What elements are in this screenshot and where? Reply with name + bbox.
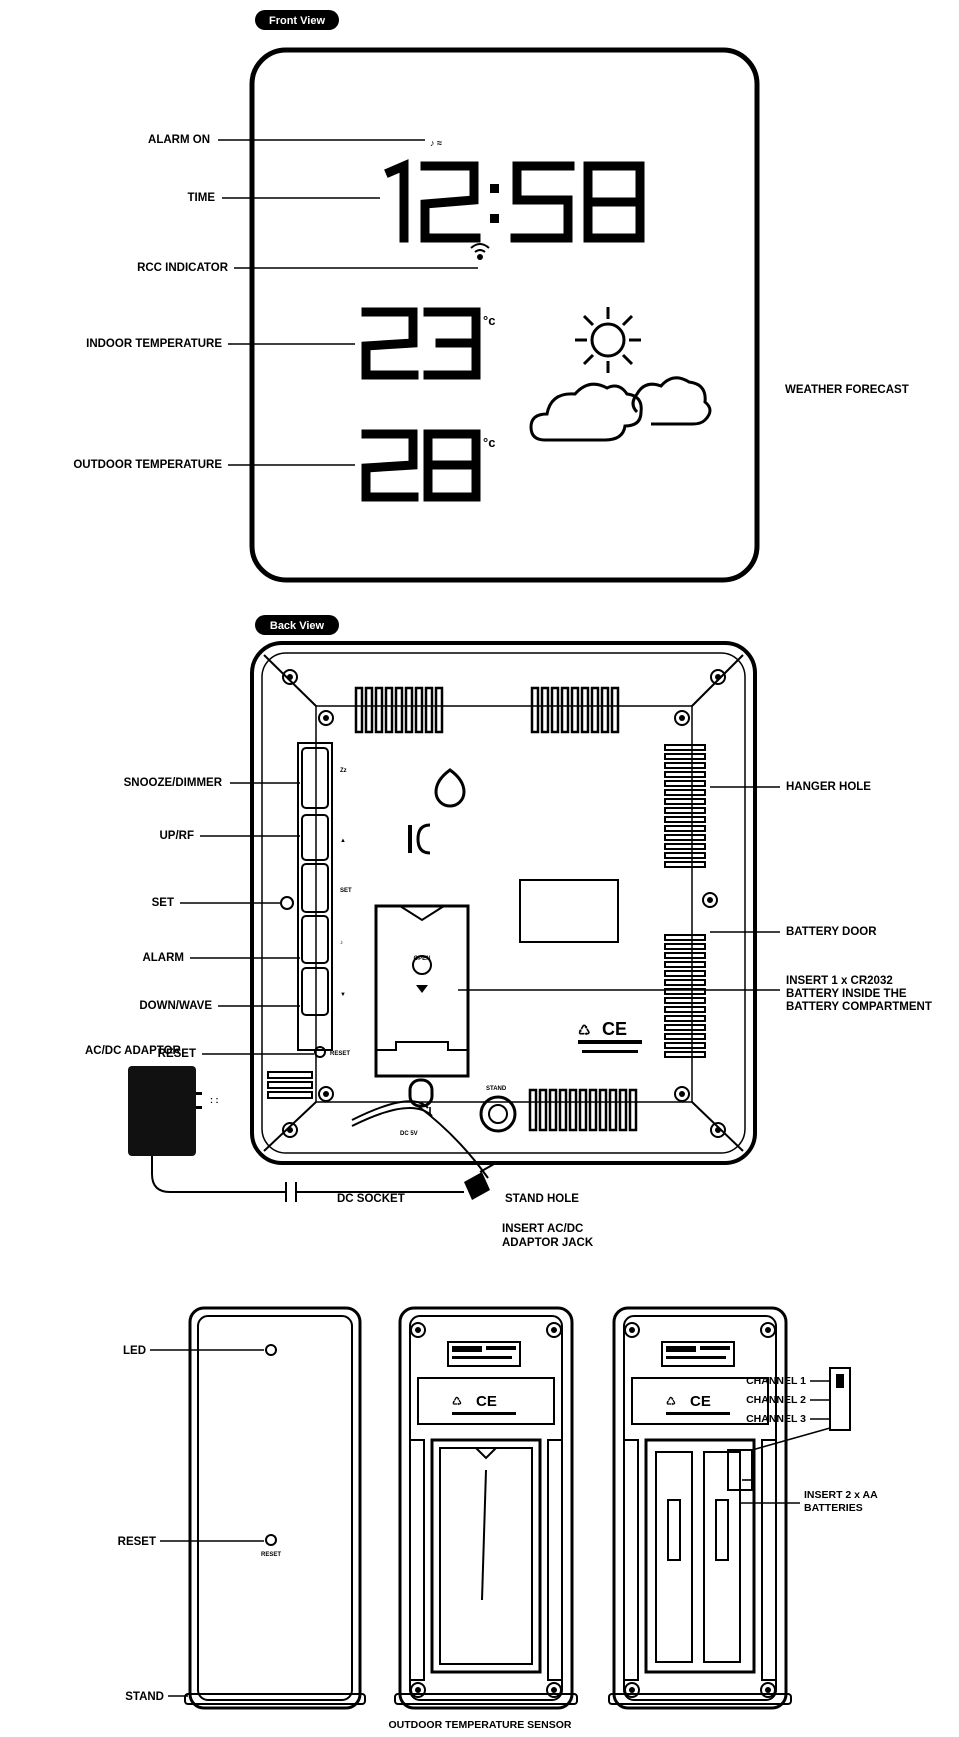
- sensor-back-open: ♺ CE CHANNEL 1 CHANNEL 2 CHANNEL 3 INSER…: [608, 1306, 878, 1710]
- label-insert-jack-2: ADAPTOR JACK: [502, 1237, 594, 1249]
- label-up-rf: UP/RF: [160, 830, 195, 842]
- clock-front-body: [249, 47, 760, 583]
- label-insert-aa-1: INSERT 2 x AA: [804, 1489, 878, 1501]
- battery-compartment: OPEN: [374, 904, 470, 1078]
- ac-dc-adaptor: : :: [128, 1066, 495, 1202]
- sensor-front: RESET LED RESET STAND: [118, 1306, 366, 1710]
- label-insert-jack-1: INSERT AC/DC: [502, 1223, 583, 1235]
- label-indoor-temperature: INDOOR TEMPERATURE: [86, 338, 222, 350]
- time-display: [384, 159, 645, 243]
- label-sensor-led: LED: [123, 1345, 146, 1357]
- label-sensor-reset: RESET: [118, 1536, 156, 1548]
- channel-switch[interactable]: [727, 1449, 753, 1491]
- battery-door: [519, 879, 619, 943]
- outdoor-temp-display: °c: [361, 429, 495, 502]
- top-vents: [354, 686, 620, 734]
- svg-text:▼: ▼: [340, 992, 346, 998]
- set-button[interactable]: [301, 863, 329, 913]
- channel-switch-detail: [829, 1367, 851, 1431]
- reset-button[interactable]: [314, 1046, 326, 1058]
- sensor-led: [265, 1344, 277, 1356]
- cloud-icon: [529, 376, 712, 442]
- sun-icon: [575, 307, 641, 373]
- label-alarm: ALARM: [142, 952, 184, 964]
- label-insert-cr2032-2: BATTERY INSIDE THE: [786, 988, 907, 1000]
- hanger-hole: [434, 768, 466, 808]
- label-hanger-hole: HANGER HOLE: [786, 781, 871, 793]
- label-down-wave: DOWN/WAVE: [139, 1000, 212, 1012]
- rcc-signal-icon: [470, 243, 490, 260]
- sensor-ce-mark-icon: CE: [476, 1393, 497, 1410]
- label-insert-aa-2: BATTERIES: [804, 1502, 863, 1514]
- svg-text:SET: SET: [340, 888, 352, 894]
- button-column: Zz ▲ SET ♪ ▼ RESET: [280, 742, 352, 1058]
- sensor-back-closed: ♺ CE: [394, 1306, 578, 1710]
- label-set: SET: [152, 897, 174, 909]
- label-weather-forecast: WEATHER FORECAST: [785, 384, 909, 396]
- label-rcc-indicator: RCC INDICATOR: [137, 262, 229, 274]
- svg-text:♺: ♺: [666, 1396, 676, 1408]
- label-alarm-on: ALARM ON: [148, 134, 210, 146]
- svg-text:▲: ▲: [340, 838, 346, 844]
- dc-socket: [408, 1078, 434, 1108]
- label-reset: RESET: [158, 1048, 196, 1060]
- aa-battery-1: [655, 1451, 693, 1663]
- svg-text:RESET: RESET: [330, 1051, 350, 1057]
- svg-text:♺: ♺: [452, 1396, 462, 1408]
- label-outdoor-temperature: OUTDOOR TEMPERATURE: [73, 459, 222, 471]
- back-view: Back View: [85, 615, 932, 1249]
- outdoor-degree-unit-icon: °c: [483, 435, 495, 450]
- front-view-title: Front View: [269, 15, 325, 27]
- svg-text:STAND: STAND: [486, 1086, 507, 1092]
- sensor-views: RESET LED RESET STAND ♺ CE: [118, 1306, 878, 1731]
- label-ac-dc-adaptor: AC/DC ADAPTOR: [85, 1045, 182, 1057]
- sensor-battery-cover: [430, 1438, 542, 1674]
- label-channel-1: CHANNEL 1: [746, 1375, 806, 1387]
- label-channel-3: CHANNEL 3: [746, 1413, 806, 1425]
- svg-text:: :: : :: [210, 1095, 219, 1105]
- label-snooze-dimmer: SNOOZE/DIMMER: [124, 777, 223, 789]
- front-view: Front View ♪ ≈: [73, 10, 909, 583]
- label-insert-cr2032-1: INSERT 1 x CR2032: [786, 975, 893, 987]
- aa-battery-2: [703, 1451, 741, 1663]
- svg-text:♪: ♪: [340, 940, 343, 946]
- svg-text:Zz: Zz: [340, 768, 347, 774]
- back-view-pill: [255, 615, 339, 635]
- snooze-dimmer-button[interactable]: [301, 747, 329, 809]
- label-time: TIME: [188, 192, 216, 204]
- bottom-vents: [528, 1088, 638, 1132]
- ce-mark-icon: CE: [602, 1019, 627, 1039]
- indoor-temp-display: °c: [361, 307, 495, 380]
- label-channel-2: CHANNEL 2: [746, 1394, 806, 1406]
- indoor-degree-unit-icon: °c: [483, 313, 495, 328]
- front-view-pill: [255, 10, 339, 30]
- svg-text:OPEN: OPEN: [413, 956, 430, 962]
- label-dc-socket: DC SOCKET: [337, 1193, 405, 1205]
- label-battery-door: BATTERY DOOR: [786, 926, 877, 938]
- right-vents: [664, 744, 706, 1058]
- label-sensor-stand: STAND: [125, 1691, 164, 1703]
- label-stand-hole: STAND HOLE: [505, 1193, 579, 1205]
- svg-text:DC 5V: DC 5V: [400, 1131, 418, 1137]
- alarm-button[interactable]: [301, 915, 329, 964]
- set-button-dot: [280, 896, 294, 910]
- recycle-bin-icon: ♺: [578, 1022, 591, 1038]
- back-view-title: Back View: [270, 620, 325, 632]
- down-wave-button[interactable]: [301, 967, 329, 1016]
- label-insert-cr2032-3: BATTERY COMPARTMENT: [786, 1001, 932, 1013]
- alarm-bell-icon: ♪ ≈: [430, 138, 442, 148]
- stand-hole: [479, 1095, 517, 1133]
- sensor-caption: OUTDOOR TEMPERATURE SENSOR: [389, 1719, 572, 1731]
- svg-text:RESET: RESET: [261, 1552, 281, 1558]
- sensor-reset-button[interactable]: [265, 1534, 277, 1546]
- sensor-open-ce-mark-icon: CE: [690, 1393, 711, 1410]
- up-rf-button[interactable]: [301, 814, 329, 861]
